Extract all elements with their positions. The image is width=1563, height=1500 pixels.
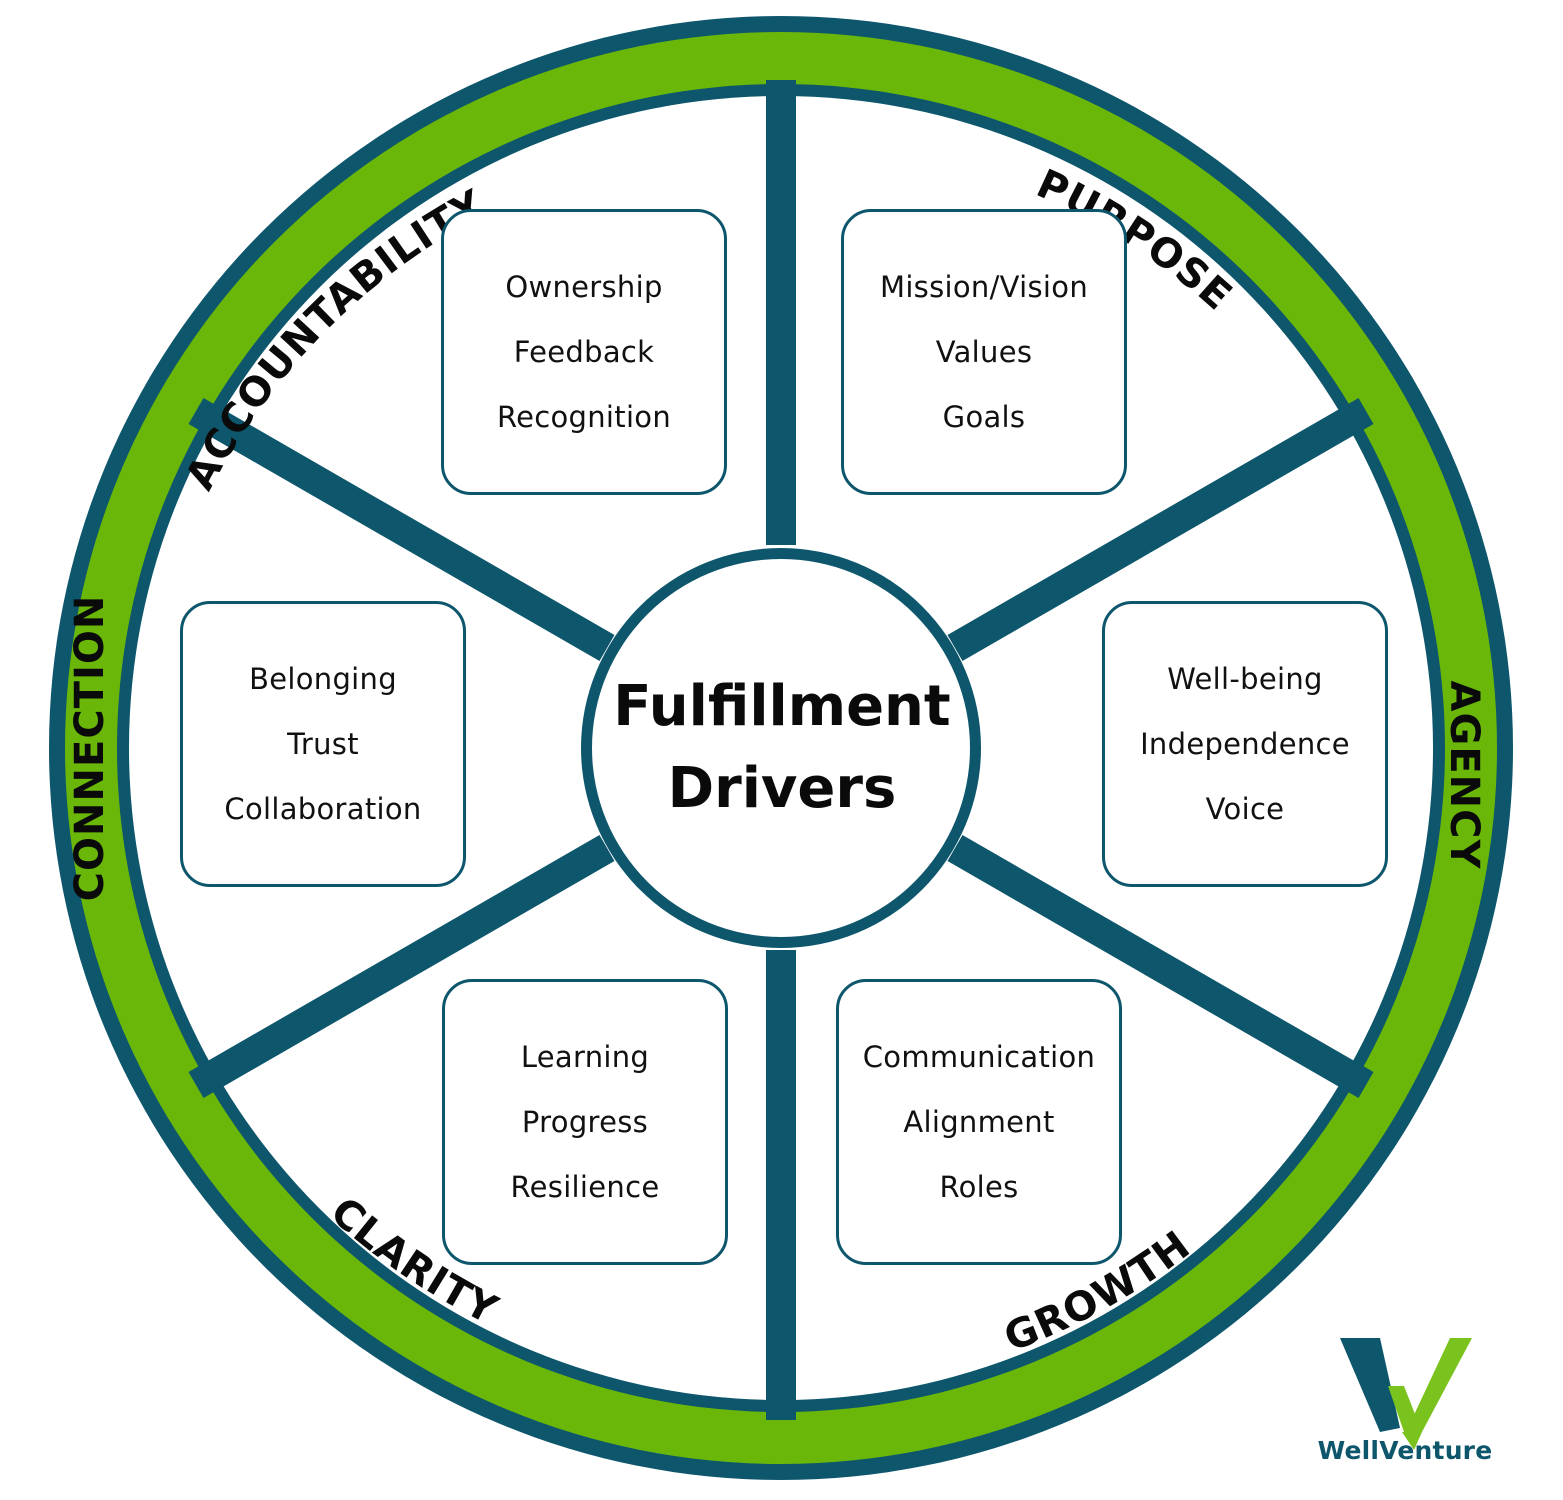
ring-label-agency: AGENCY bbox=[1441, 681, 1487, 870]
spoke-lower-right bbox=[947, 835, 1374, 1098]
box-connection: Belonging Trust Collaboration bbox=[180, 601, 466, 887]
box-item: Independence bbox=[1140, 726, 1350, 761]
wellventure-logo-icon bbox=[1340, 1338, 1472, 1450]
box-agency: Well-being Independence Voice bbox=[1102, 601, 1388, 887]
box-item: Progress bbox=[521, 1104, 649, 1139]
box-item: Resilience bbox=[510, 1169, 660, 1204]
box-item: Goals bbox=[942, 399, 1026, 434]
spoke-upper-right bbox=[947, 398, 1374, 661]
spoke-lower-left bbox=[188, 835, 615, 1098]
box-purpose: Mission/Vision Values Goals bbox=[841, 209, 1127, 495]
center-title: Fulfillment Drivers bbox=[582, 553, 982, 943]
box-item: Mission/Vision bbox=[880, 269, 1088, 304]
ring-label-connection: CONNECTION bbox=[67, 595, 113, 902]
box-item: Voice bbox=[1205, 791, 1285, 826]
center-title-line-1: Fulfillment bbox=[613, 674, 951, 739]
box-item: Belonging bbox=[249, 661, 397, 696]
box-item: Well-being bbox=[1167, 661, 1323, 696]
box-item: Roles bbox=[939, 1169, 1019, 1204]
box-clarity: Communication Alignment Roles bbox=[836, 979, 1122, 1265]
box-item: Values bbox=[935, 334, 1033, 369]
center-hub-face bbox=[592, 559, 970, 937]
logo-text: WellVenture bbox=[1317, 1436, 1493, 1465]
box-item: Ownership bbox=[505, 269, 663, 304]
box-item: Trust bbox=[287, 726, 359, 761]
box-item: Alignment bbox=[903, 1104, 1055, 1139]
box-item: Learning bbox=[520, 1039, 650, 1074]
box-accountability: Ownership Feedback Recognition bbox=[441, 209, 727, 495]
box-item: Communication bbox=[862, 1039, 1096, 1074]
box-item: Collaboration bbox=[224, 791, 422, 826]
center-title-line-2: Drivers bbox=[667, 756, 897, 821]
box-item: Recognition bbox=[496, 399, 672, 434]
box-growth: Learning Progress Resilience bbox=[442, 979, 728, 1265]
spoke-upper-left bbox=[188, 398, 615, 661]
box-item: Feedback bbox=[513, 334, 655, 369]
